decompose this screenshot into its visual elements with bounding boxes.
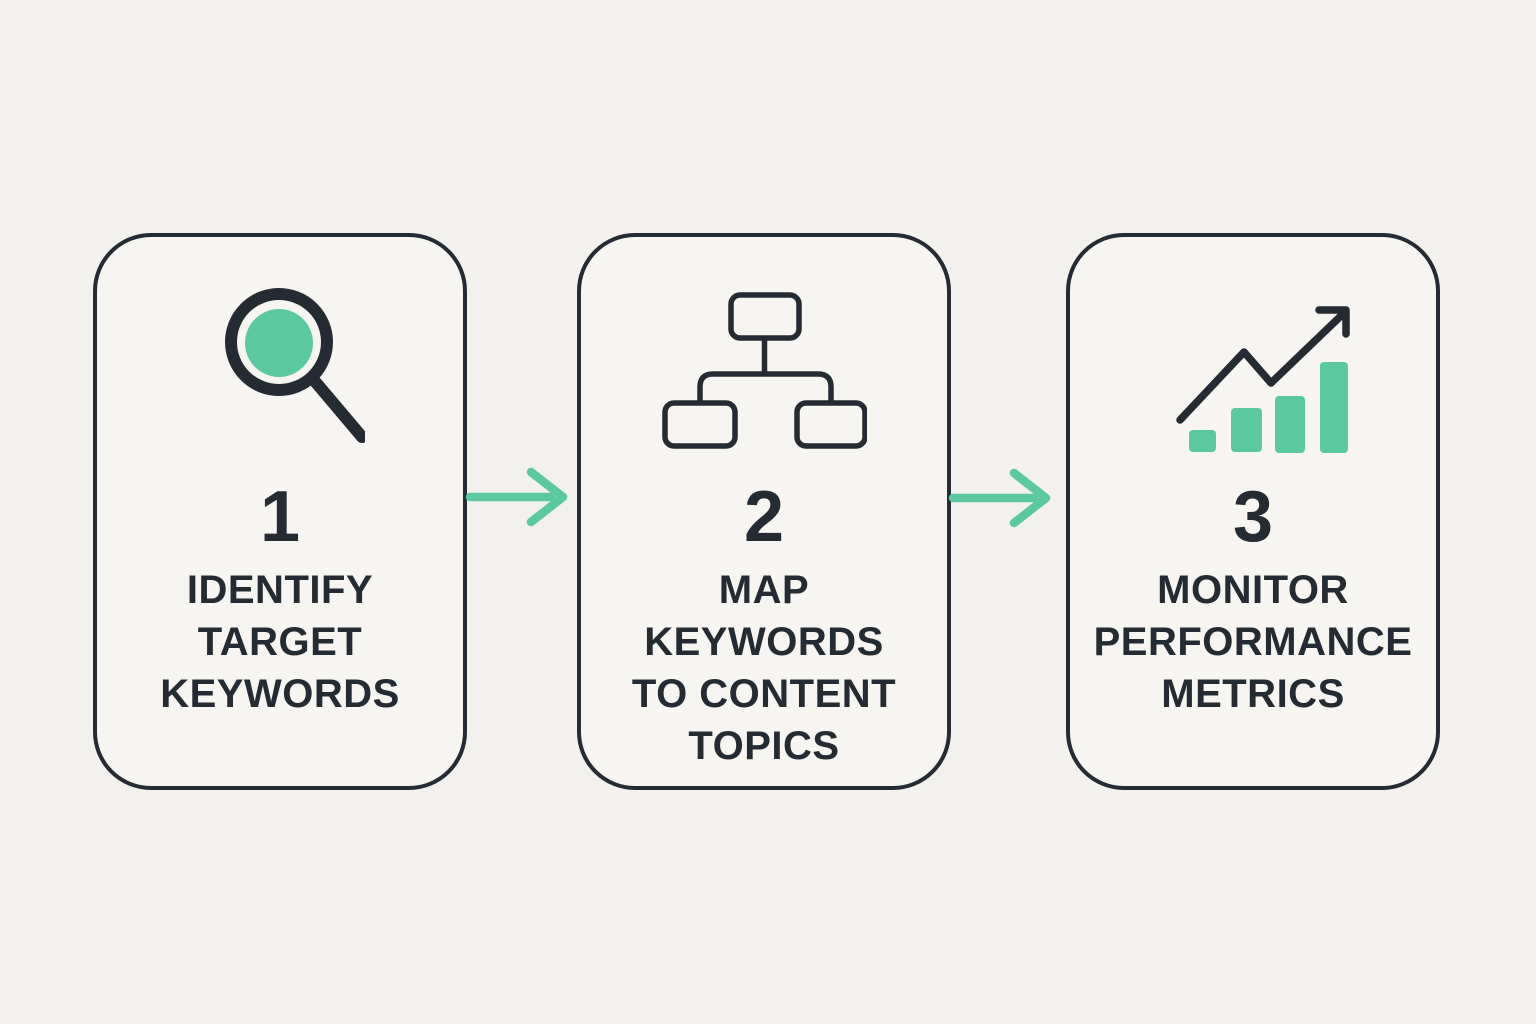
sitemap-icon — [661, 290, 868, 455]
step-card-3: 3 MONITOR PERFORMANCE METRICS — [1066, 233, 1440, 790]
step-card-2: 2 MAP KEYWORDS TO CONTENT TOPICS — [577, 233, 951, 790]
step-label: MONITOR PERFORMANCE METRICS — [1093, 568, 1413, 716]
step-number: 2 — [743, 477, 785, 557]
arrow-right-icon — [460, 458, 575, 543]
search-icon — [215, 285, 368, 448]
step-card-1: 1 IDENTIFY TARGET KEYWORDS — [93, 233, 467, 790]
growth-chart-icon — [1171, 300, 1361, 461]
step-number: 1 — [259, 477, 301, 557]
step-label: MAP KEYWORDS TO CONTENT TOPICS — [631, 568, 897, 768]
arrow-right-icon — [943, 459, 1058, 544]
step-label: IDENTIFY TARGET KEYWORDS — [160, 568, 400, 716]
step-number: 3 — [1232, 477, 1274, 557]
